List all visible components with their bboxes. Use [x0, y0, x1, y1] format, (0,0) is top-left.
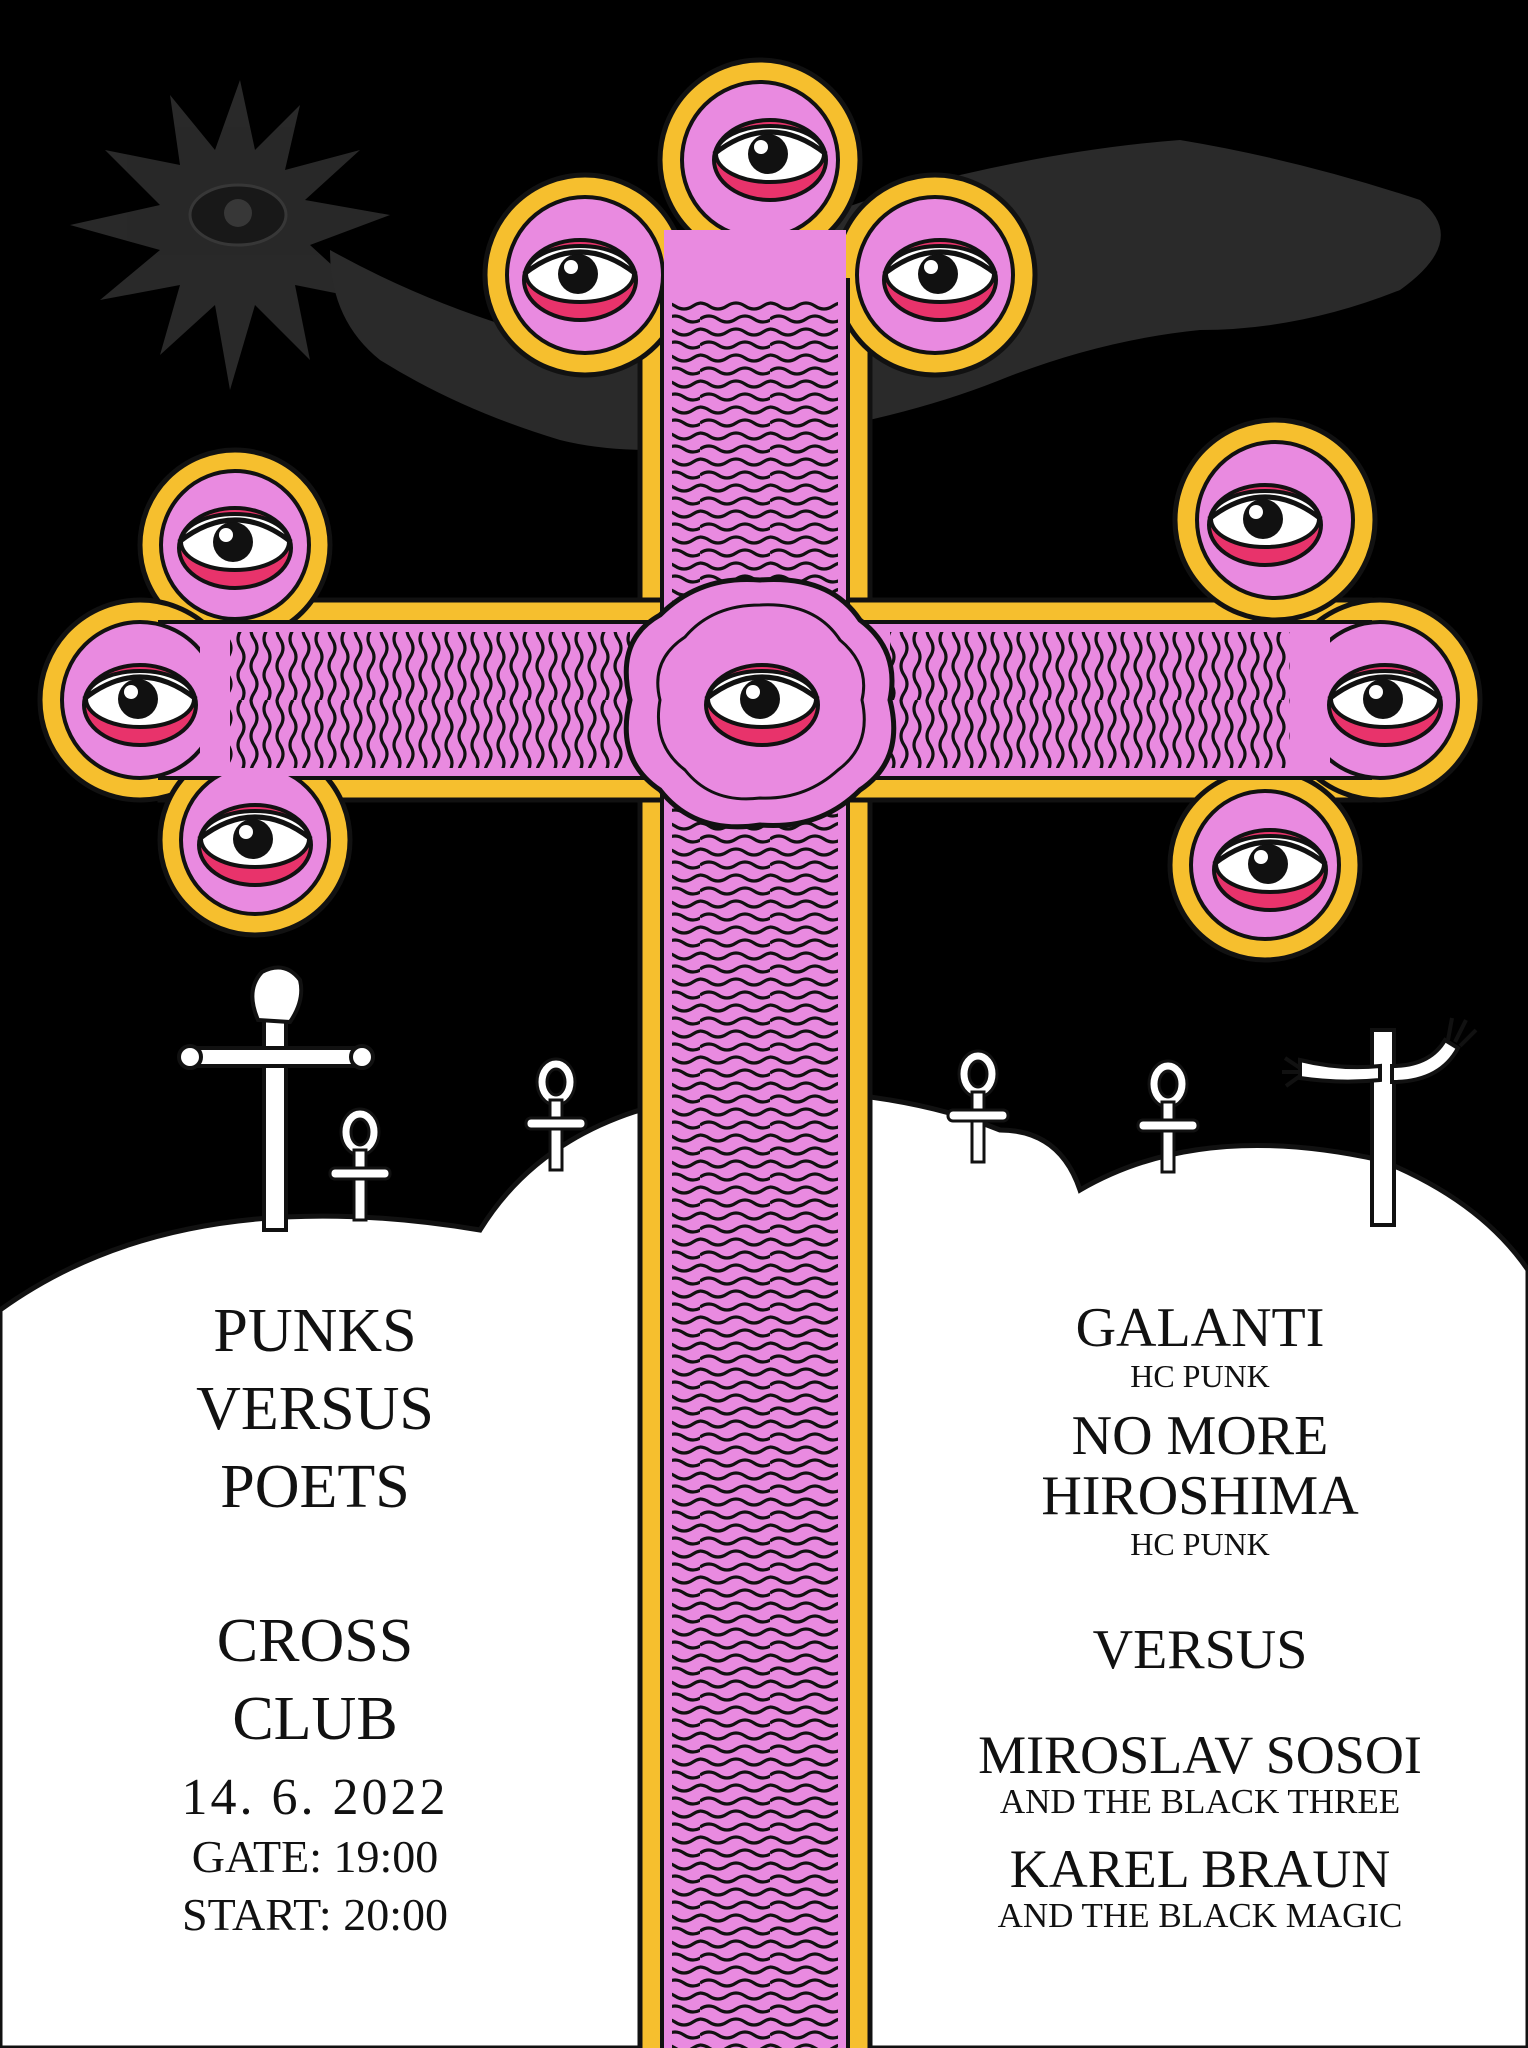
eye-right-mid [1329, 665, 1441, 745]
start-time: START: 20:00 [181, 1889, 448, 1940]
poet-2-name: KAREL BRAUN [1009, 1839, 1391, 1899]
band-2-name-line-2: HIROSHIMA [1041, 1465, 1359, 1527]
title-line-1: PUNKS [213, 1297, 417, 1365]
venue-line-2: CLUB [232, 1685, 398, 1753]
eye-right-bottom [1214, 830, 1326, 910]
eye-right-top [1209, 485, 1321, 565]
dark-sun-eye [70, 80, 390, 390]
eye-left-mid [84, 665, 196, 745]
title-line-2: VERSUS [196, 1375, 434, 1443]
venue-line-1: CROSS [216, 1607, 414, 1675]
eye-top-right [884, 240, 996, 320]
title-line-3: POETS [220, 1453, 410, 1521]
eye-top-left [524, 240, 636, 320]
gate-time: GATE: 19:00 [191, 1831, 439, 1882]
event-date: 14. 6. 2022 [181, 1769, 449, 1826]
poet-1-name: MIROSLAV SOSOI [978, 1725, 1422, 1785]
band-1-genre: HC PUNK [1130, 1358, 1270, 1394]
poet-1-subtitle: AND THE BLACK THREE [999, 1782, 1401, 1821]
big-cross [37, 57, 1483, 2048]
figure-cross-right [1282, 1017, 1478, 1227]
poet-2-subtitle: AND THE BLACK MAGIC [997, 1896, 1403, 1935]
ankh-cross-1 [330, 1114, 390, 1220]
versus-label: VERSUS [1092, 1619, 1308, 1681]
eye-left-top [179, 508, 291, 588]
figure-cross-left [177, 965, 375, 1232]
band-2-name-line-1: NO MORE [1071, 1405, 1329, 1467]
band-1-name: GALANTI [1075, 1297, 1325, 1359]
eye-center [706, 665, 818, 745]
event-info: PUNKS VERSUS POETS CROSS CLUB 14. 6. 202… [150, 1300, 480, 1950]
eye-top [714, 120, 826, 200]
band-2-genre: HC PUNK [1130, 1526, 1270, 1562]
lineup: GALANTI HC PUNK NO MORE HIROSHIMA HC PUN… [955, 1300, 1445, 1956]
eye-left-bottom [199, 805, 311, 885]
